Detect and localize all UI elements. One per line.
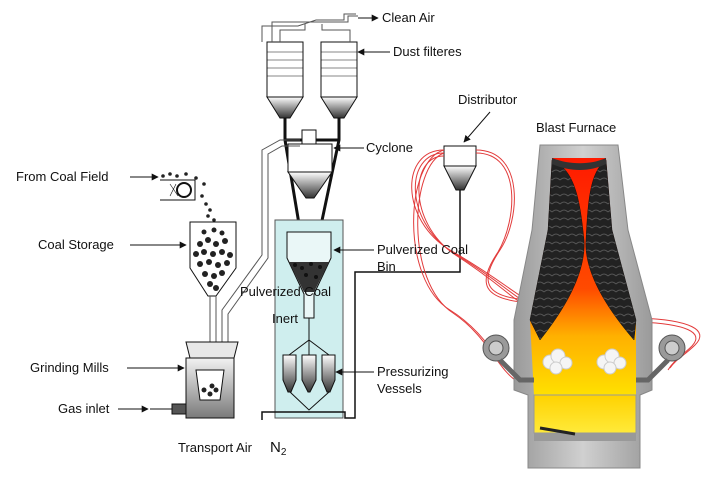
- coal-storage-hopper: [189, 221, 237, 297]
- label-pulverized-coal-bin-line2: Bin: [377, 259, 396, 274]
- label-coal-storage: Coal Storage: [38, 237, 114, 252]
- tuyere-right: [636, 334, 686, 383]
- label-gas-inlet: Gas inlet: [58, 401, 110, 416]
- coal-pile-icon: [193, 227, 233, 291]
- distributor: [443, 145, 477, 191]
- label-arrows: [118, 14, 491, 413]
- mill-pipes: [209, 139, 300, 342]
- label-from-coal-field: From Coal Field: [16, 169, 108, 184]
- label-n2: N2: [270, 439, 287, 458]
- label-pulverized-coal-bin-line1: Pulverized Coal: [377, 242, 468, 257]
- label-pressurizing-vessels-line1: Pressurizing: [377, 364, 449, 379]
- conveyor-icon: [160, 179, 196, 201]
- label-n2-sub: 2: [281, 447, 287, 458]
- label-pressurizing-vessels-line2: Vessels: [377, 381, 422, 396]
- pulverized-coal-bin: [286, 231, 332, 319]
- label-cyclone: Cyclone: [366, 140, 413, 155]
- pressurizing-vessels: [282, 318, 336, 411]
- label-pulverized-coal-inert-line2: Inert: [272, 311, 298, 326]
- label-blast-furnace: Blast Furnace: [536, 120, 616, 135]
- label-dust-filters: Dust filteres: [393, 44, 462, 59]
- dust-filters: [261, 13, 358, 119]
- label-pulverized-coal-inert-line1: Pulverized Coal: [240, 284, 331, 299]
- cyclone: [287, 129, 333, 199]
- label-distributor: Distributor: [458, 92, 518, 107]
- grinding-mill: [150, 341, 239, 419]
- blast-furnace: [513, 144, 653, 469]
- tuyere-left: [482, 334, 534, 383]
- label-grinding-mills: Grinding Mills: [30, 360, 109, 375]
- label-transport-air: Transport Air: [178, 440, 253, 455]
- transport-air-line: [261, 190, 461, 420]
- label-clean-air: Clean Air: [382, 10, 435, 25]
- label-n2-main: N: [270, 439, 281, 456]
